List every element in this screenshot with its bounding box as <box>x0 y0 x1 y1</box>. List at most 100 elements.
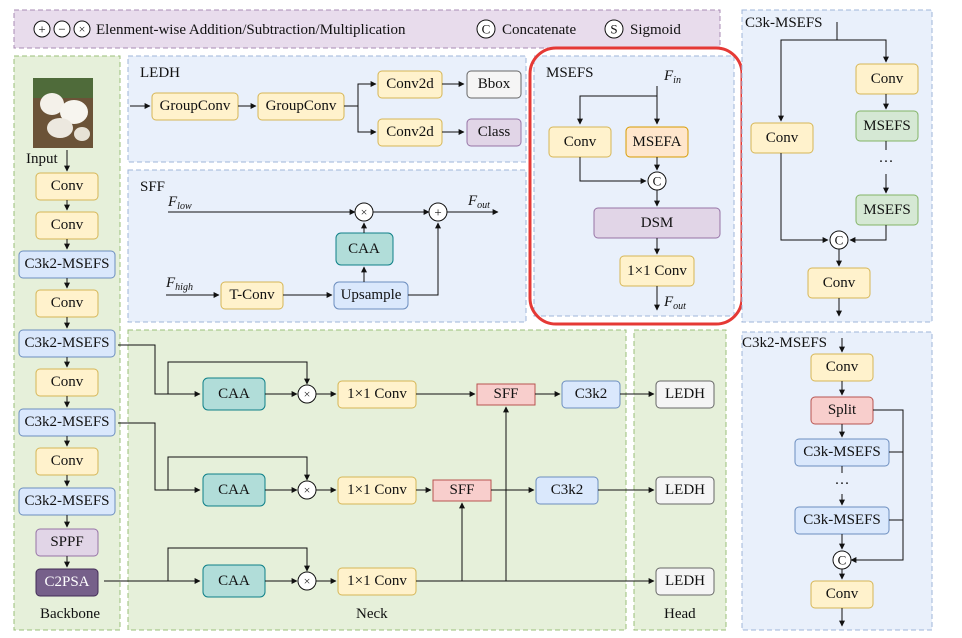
svg-text:Bbox: Bbox <box>478 76 511 92</box>
svg-text:Class: Class <box>478 124 511 140</box>
svg-text:×: × <box>361 205 368 219</box>
sff-diagram: SFF Flow × + Fout CAA Fhigh T-Conv Upsam… <box>140 179 499 310</box>
svg-text:CAA: CAA <box>218 573 250 589</box>
svg-text:LEDH: LEDH <box>665 386 705 402</box>
svg-text:C: C <box>835 233 844 248</box>
svg-text:DSM: DSM <box>641 215 674 231</box>
input-image <box>33 78 93 148</box>
c3k-msefs-title: C3k-MSEFS <box>745 15 823 31</box>
svg-text:Split: Split <box>828 402 857 418</box>
concat-icon <box>476 19 496 39</box>
head-diagram: LEDH LEDH LEDH Head <box>655 380 715 622</box>
ledh-class <box>466 118 522 147</box>
sigmoid-icon <box>604 19 624 39</box>
svg-text:MSEFS: MSEFS <box>863 118 911 134</box>
add-op-icon <box>33 20 51 38</box>
c3k-msefs-block-2 <box>855 194 919 226</box>
c3k-dots: ··· <box>879 154 894 170</box>
svg-text:Conv: Conv <box>766 130 799 146</box>
legend: + − × Elenment-wise Addition/Subtraction… <box>33 19 681 39</box>
backbone-block-11 <box>35 568 99 597</box>
svg-text:1×1 Conv: 1×1 Conv <box>347 482 407 498</box>
head-ledh-1 <box>655 380 715 409</box>
backbone-block-label-4: Conv <box>51 295 84 311</box>
svg-text:1×1 Conv: 1×1 Conv <box>347 573 407 589</box>
svg-text:Conv: Conv <box>871 71 904 87</box>
sff-f-out: Fout <box>467 193 490 211</box>
sigmoid-symbol: S <box>610 22 617 37</box>
backbone-block-label-3: C3k2-MSEFS <box>24 256 109 272</box>
svg-text:Conv2d: Conv2d <box>386 124 434 140</box>
svg-text:×: × <box>304 574 311 588</box>
backbone-block-label-10: SPPF <box>50 534 83 550</box>
msefs-f-out: Fout <box>663 294 686 312</box>
msefs-diagram: MSEFS Fin Conv MSEFA C DSM 1×1 Conv Fout <box>546 65 721 312</box>
svg-text:×: × <box>79 22 86 36</box>
msefs-title: MSEFS <box>546 65 594 81</box>
svg-text:Conv: Conv <box>564 134 597 150</box>
legend-ops-label: Elenment-wise Addition/Subtraction/Multi… <box>96 22 406 38</box>
c3k2-msefs-diagram: C3k2-MSEFS Conv Split C3k-MSEFS ··· C3k-… <box>742 335 904 627</box>
sff-f-high: Fhigh <box>165 275 193 293</box>
backbone-block-label-11: C2PSA <box>44 574 89 590</box>
svg-text:×: × <box>304 483 311 497</box>
neck-diagram: CAA × 1×1 Conv SFF C3k2 CAA × 1×1 Conv S… <box>104 344 655 622</box>
svg-text:MSEFS: MSEFS <box>863 202 911 218</box>
ledh-bbox <box>466 70 522 99</box>
svg-text:Conv: Conv <box>826 586 859 602</box>
backbone-block-label-8: Conv <box>51 453 84 469</box>
svg-text:1×1 Conv: 1×1 Conv <box>627 263 687 279</box>
legend-panel <box>13 9 721 49</box>
svg-text:C3k2: C3k2 <box>551 482 584 498</box>
svg-text:+: + <box>38 22 45 37</box>
svg-text:T-Conv: T-Conv <box>229 287 275 303</box>
backbone-block-label-2: Conv <box>51 217 84 233</box>
head-ledh-3 <box>655 567 715 596</box>
c3k2-msefs-panel <box>741 331 933 631</box>
c3k2-msefs-title: C3k2-MSEFS <box>742 335 827 351</box>
svg-text:C3k-MSEFS: C3k-MSEFS <box>803 512 881 528</box>
svg-text:CAA: CAA <box>218 482 250 498</box>
legend-sigmoid-label: Sigmoid <box>630 22 681 38</box>
ledh-title: LEDH <box>140 65 180 81</box>
multiply-op-icon <box>73 20 91 38</box>
svg-text:C3k2: C3k2 <box>575 386 608 402</box>
sff-title: SFF <box>140 179 165 195</box>
svg-text:C3k-MSEFS: C3k-MSEFS <box>803 444 881 460</box>
svg-text:−: − <box>58 22 65 37</box>
svg-text:×: × <box>304 387 311 401</box>
svg-text:LEDH: LEDH <box>665 573 705 589</box>
svg-text:C: C <box>838 553 847 568</box>
backbone-block-label-6: Conv <box>51 374 84 390</box>
svg-text:Conv: Conv <box>823 275 856 291</box>
svg-text:CAA: CAA <box>348 241 380 257</box>
sff-panel <box>127 169 527 323</box>
svg-text:+: + <box>434 205 441 220</box>
head-title: Head <box>664 606 696 622</box>
head-ledh-2 <box>655 476 715 505</box>
svg-text:MSEFA: MSEFA <box>633 134 682 150</box>
backbone-block-label-9: C3k2-MSEFS <box>24 493 109 509</box>
svg-text:Conv: Conv <box>826 359 859 375</box>
subtract-op-icon <box>53 20 71 38</box>
svg-text:SFF: SFF <box>449 482 474 498</box>
c3k2-dots: ··· <box>835 476 850 492</box>
svg-text:1×1 Conv: 1×1 Conv <box>347 386 407 402</box>
c3k-msefs-block-1 <box>855 110 919 142</box>
backbone-block-label-1: Conv <box>51 178 84 194</box>
backbone-title: Backbone <box>40 606 100 622</box>
svg-text:Upsample: Upsample <box>341 287 402 303</box>
c3k-conv-left <box>750 122 814 154</box>
c3k-msefs-diagram: C3k-MSEFS Conv Conv MSEFS ··· MSEFS C Co… <box>745 15 919 317</box>
svg-text:GroupConv: GroupConv <box>160 98 231 114</box>
svg-text:CAA: CAA <box>218 386 250 402</box>
neck-title: Neck <box>356 606 388 622</box>
svg-text:SFF: SFF <box>493 386 518 402</box>
sff-f-low: Flow <box>167 194 192 212</box>
svg-text:LEDH: LEDH <box>665 482 705 498</box>
svg-text:C: C <box>653 174 662 189</box>
ledh-diagram: LEDH GroupConv GroupConv Conv2d Conv2d B… <box>130 65 522 147</box>
backbone: Input ConvConvC3k2-MSEFSConvC3k2-MSEFSCo… <box>18 78 116 622</box>
concat-symbol: C <box>482 22 491 37</box>
svg-text:Conv2d: Conv2d <box>386 76 434 92</box>
